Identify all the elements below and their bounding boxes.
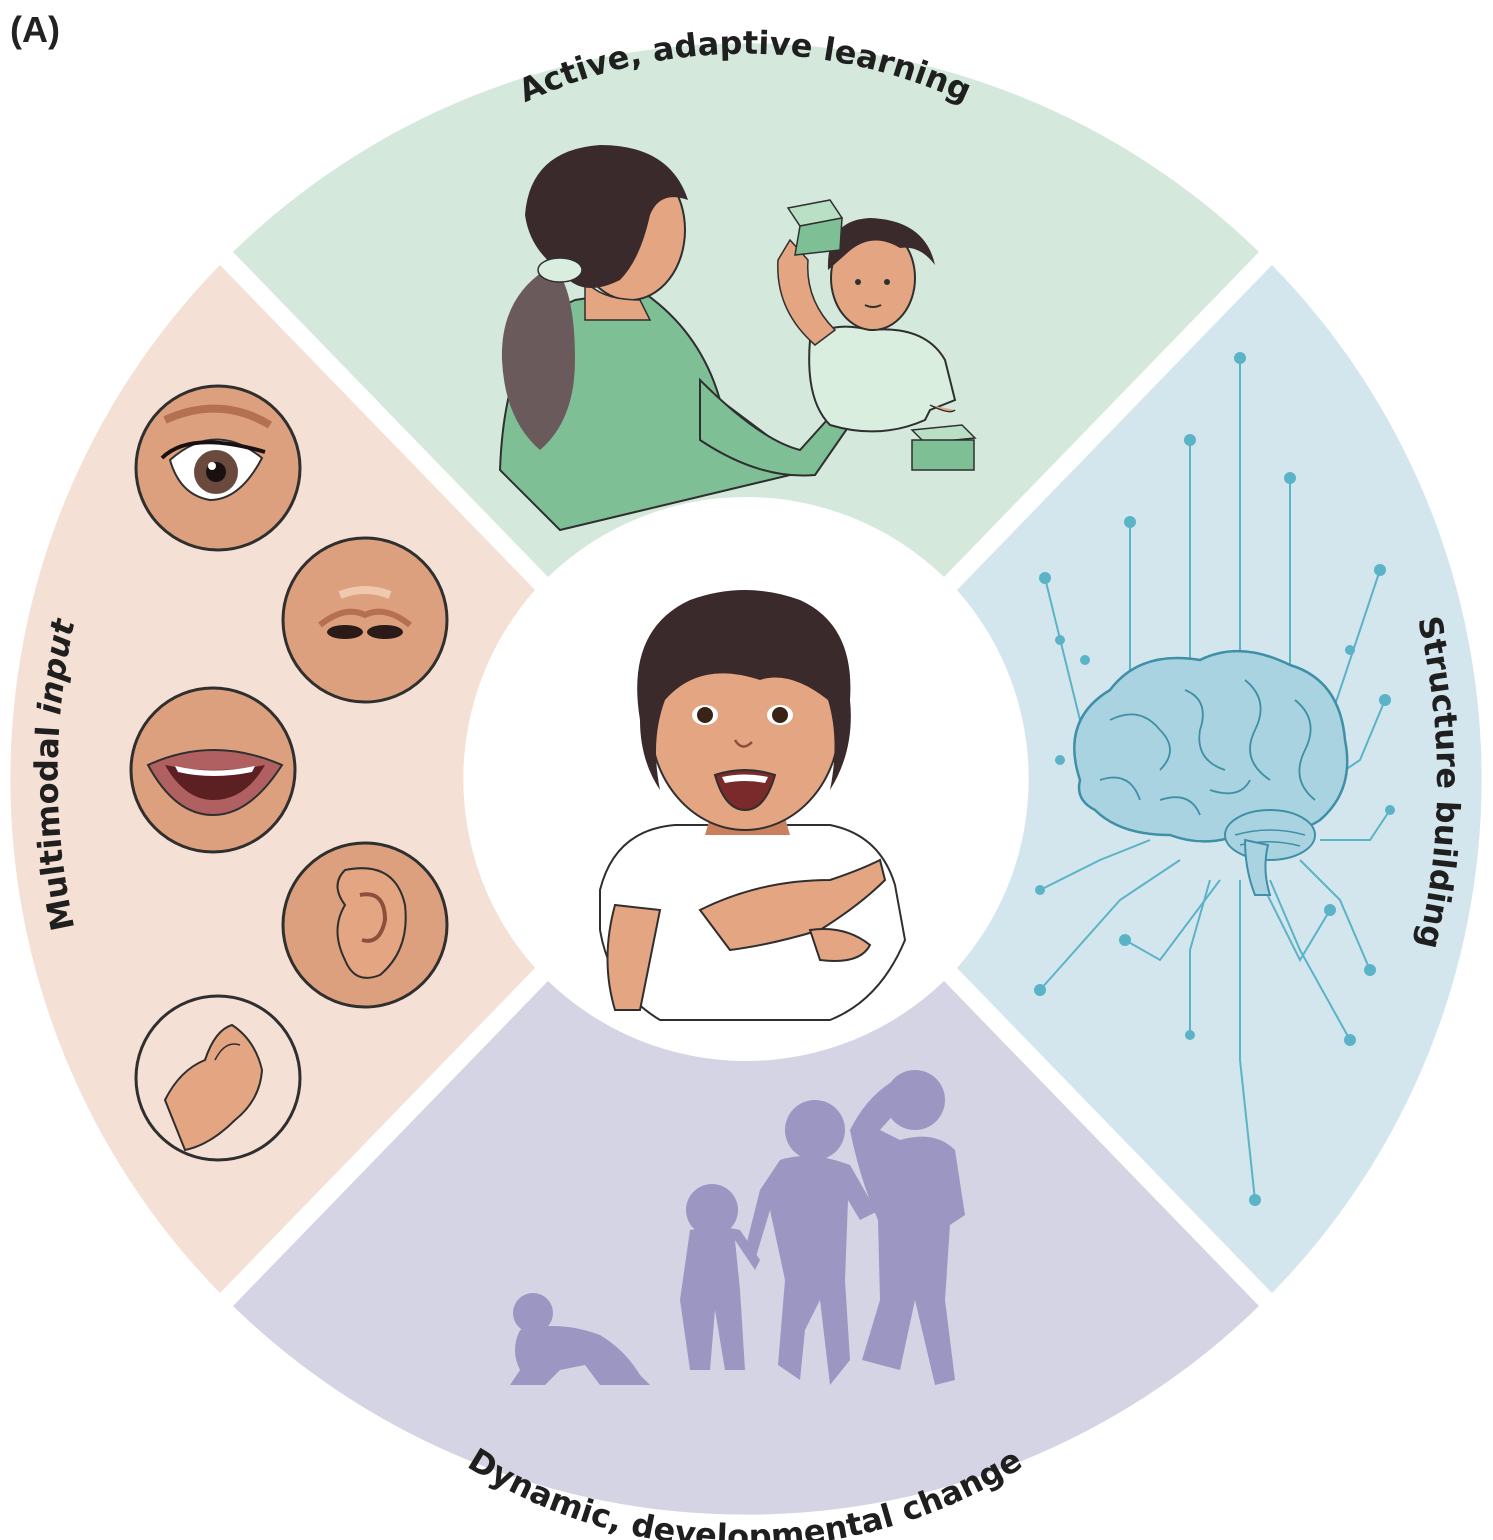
- brain-icon: [1073, 649, 1349, 843]
- crawling-baby-silhouette: [510, 1293, 650, 1385]
- toddler-hair: [637, 590, 851, 790]
- ear-icon: [281, 841, 449, 1009]
- brain-circuit-illustration: [1034, 352, 1395, 1206]
- segment-top: [233, 43, 1259, 577]
- older-child-silhouette: [850, 1070, 965, 1385]
- child-silhouette: [745, 1100, 880, 1385]
- mother-child-illustration: [498, 145, 977, 532]
- mouth-icon: [129, 686, 297, 854]
- center-toddler-illustration: [599, 590, 907, 1021]
- developmental-silhouettes: [510, 1070, 965, 1385]
- toddler-silhouette: [640, 1180, 760, 1370]
- panel-label: (A): [10, 9, 60, 50]
- eye-icon: [134, 384, 302, 552]
- sense-organs: [129, 384, 449, 1162]
- toy-block-raised: [786, 199, 844, 256]
- child-shirt: [808, 325, 957, 433]
- mother-hair: [525, 145, 688, 288]
- toy-block-table: [910, 424, 977, 471]
- nose-icon: [281, 536, 449, 704]
- hand-icon: [134, 994, 302, 1162]
